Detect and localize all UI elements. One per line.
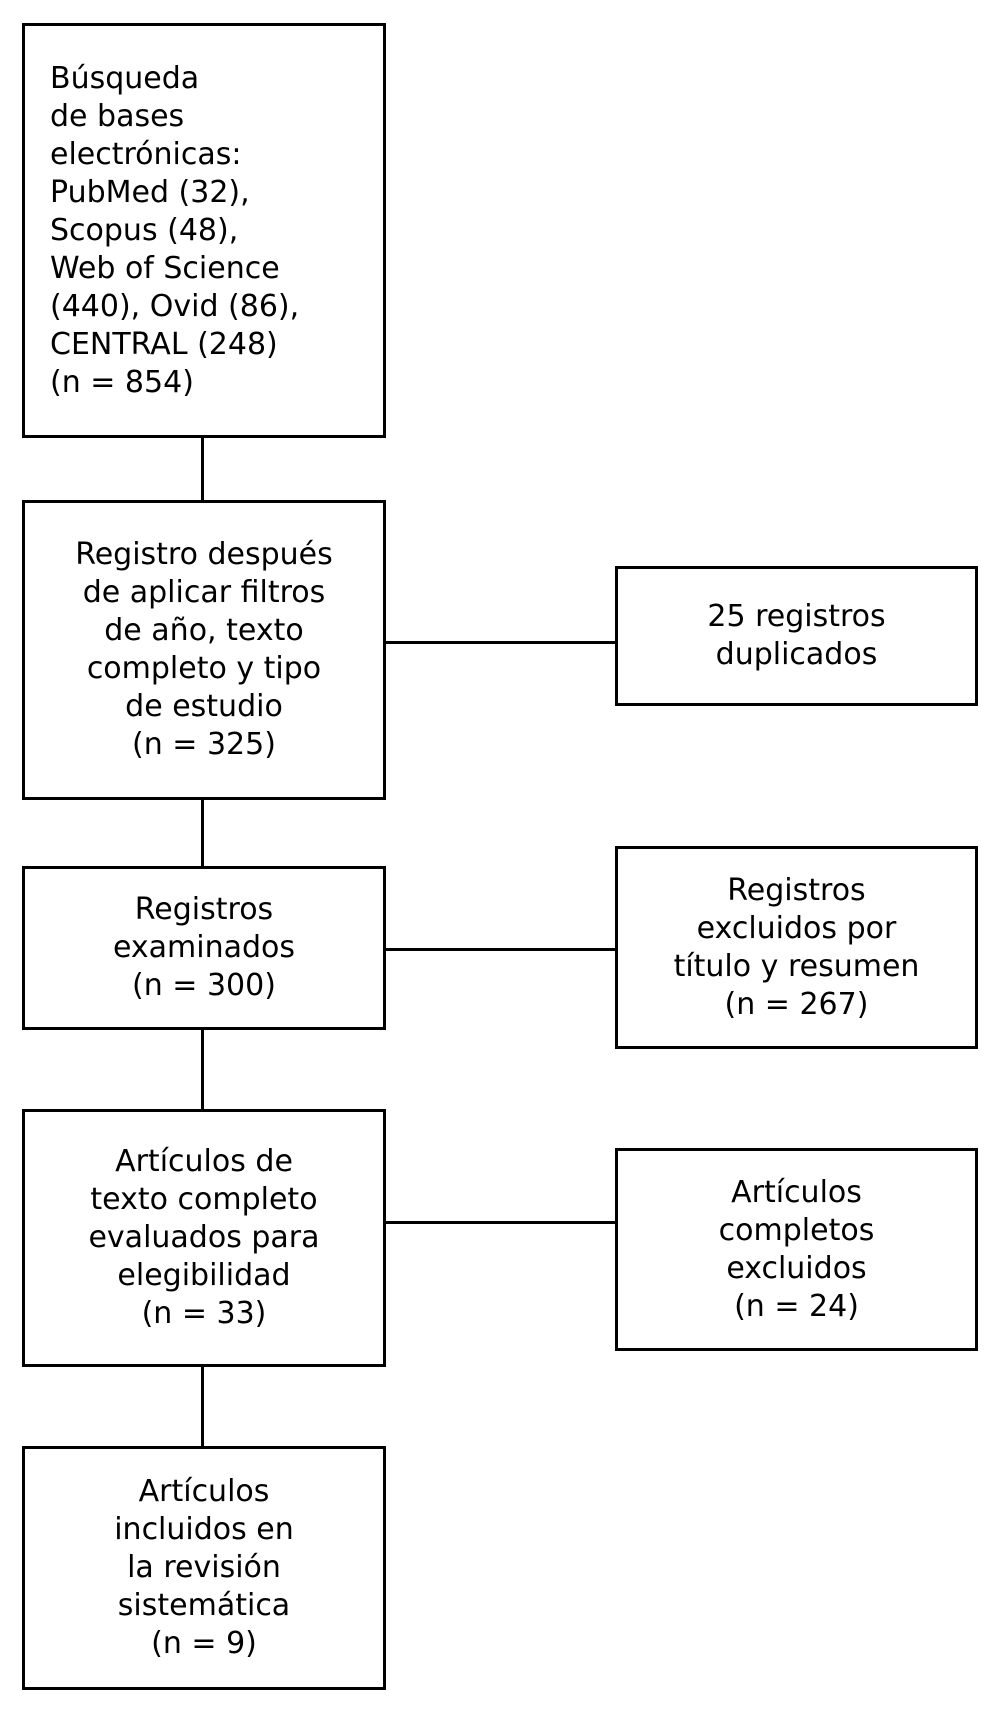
- connector-fulltext-to-included: [201, 1366, 204, 1447]
- node-database-search: Búsqueda de bases electrónicas: PubMed (…: [22, 23, 386, 438]
- node-records-screened-text: Registros examinados (n = 300): [112, 892, 296, 1003]
- node-records-screened: Registros examinados (n = 300): [22, 866, 386, 1030]
- node-duplicate-records-text: 25 registros duplicados: [707, 599, 886, 672]
- connector-fulltext-to-excluded: [385, 1221, 616, 1224]
- node-records-after-filters: Registro después de aplicar filtros de a…: [22, 500, 386, 800]
- node-fulltext-assessed-text: Artículos de texto completo evaluados pa…: [88, 1144, 320, 1331]
- node-records-after-filters-text: Registro después de aplicar filtros de a…: [75, 537, 333, 762]
- connector-filtered-to-screened: [201, 799, 204, 867]
- node-included-in-review-text: Artículos incluidos en la revisión siste…: [114, 1474, 294, 1661]
- node-records-excluded-title-abstract: Registros excluidos por título y resumen…: [615, 846, 978, 1049]
- node-fulltext-excluded: Artículos completos excluidos (n = 24): [615, 1148, 978, 1351]
- connector-filtered-to-duplicates: [385, 641, 616, 644]
- connector-screened-to-fulltext: [201, 1029, 204, 1110]
- connector-screened-to-excluded: [385, 948, 616, 951]
- node-records-excluded-title-abstract-text: Registros excluidos por título y resumen…: [673, 872, 920, 1022]
- node-fulltext-excluded-text: Artículos completos excluidos (n = 24): [718, 1174, 875, 1324]
- node-database-search-text: Búsqueda de bases electrónicas: PubMed (…: [50, 60, 300, 400]
- connector-search-to-filtered: [201, 437, 204, 501]
- node-fulltext-assessed: Artículos de texto completo evaluados pa…: [22, 1109, 386, 1367]
- node-included-in-review: Artículos incluidos en la revisión siste…: [22, 1446, 386, 1690]
- node-duplicate-records: 25 registros duplicados: [615, 566, 978, 706]
